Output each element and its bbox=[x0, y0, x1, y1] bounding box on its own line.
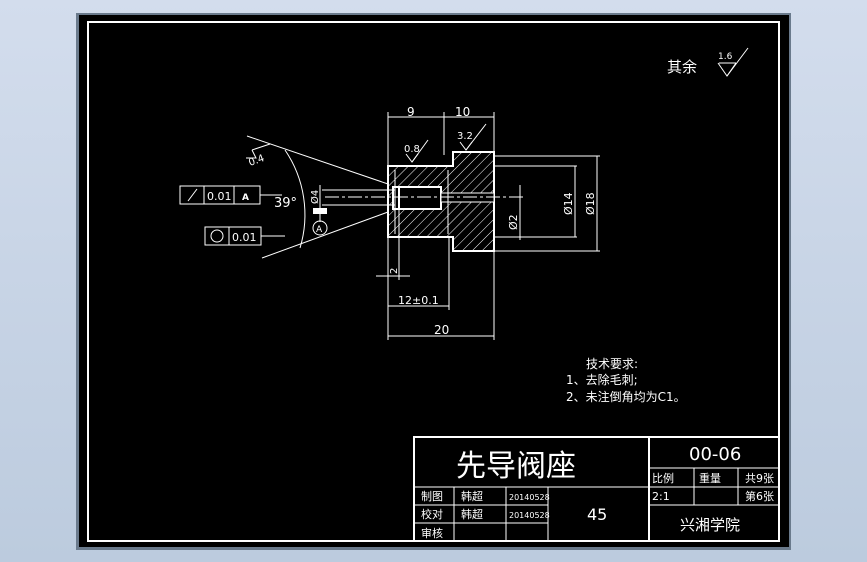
top-dimensions bbox=[387, 112, 495, 170]
roughness-symbol-general bbox=[717, 47, 749, 77]
datum-circle bbox=[312, 220, 328, 236]
roughness-0-8: 0.8 bbox=[404, 144, 420, 155]
row-role-2: 校对 bbox=[421, 507, 443, 521]
row-date-1: 20140528 bbox=[509, 493, 550, 502]
dim-2: 2 bbox=[389, 268, 400, 274]
dim-dia18: Ø18 bbox=[584, 192, 597, 215]
roughness-symbol-angle bbox=[246, 143, 271, 159]
angle-lines bbox=[246, 135, 389, 259]
drawing-border bbox=[87, 21, 780, 542]
tol-runout-value: 0.01 bbox=[207, 190, 232, 203]
bottom-dims bbox=[376, 210, 495, 340]
total-sheets: 共9张 bbox=[745, 472, 774, 485]
roughness-0-4: 0.4 bbox=[247, 153, 266, 169]
material: 45 bbox=[587, 505, 607, 524]
drawing-code: 00-06 bbox=[689, 444, 741, 465]
roughness-symbol bbox=[405, 123, 487, 163]
title-block bbox=[413, 436, 780, 542]
tech-req-item-2: 2、未注倒角均为C1。 bbox=[566, 389, 686, 404]
datum-label: A bbox=[316, 225, 323, 235]
scale-label: 比例 bbox=[652, 471, 674, 485]
dim-dia2: Ø2 bbox=[507, 214, 520, 230]
tech-req-title: 技术要求: bbox=[586, 357, 638, 371]
dim-dia4: Ø4 bbox=[309, 190, 321, 204]
part-name: 先导阀座 bbox=[456, 449, 576, 484]
row-role-1: 制图 bbox=[421, 490, 443, 503]
sheet-number: 第6张 bbox=[745, 489, 774, 503]
diameter-dims bbox=[494, 155, 600, 252]
row-name-1: 韩超 bbox=[461, 489, 483, 503]
weight-label: 重量 bbox=[699, 471, 721, 485]
scale-value: 2:1 bbox=[652, 490, 670, 503]
surface-note-text: 其余 bbox=[667, 58, 697, 76]
row-date-2: 20140528 bbox=[509, 511, 550, 520]
left-dims bbox=[319, 185, 395, 222]
roughness-3-2: 3.2 bbox=[457, 131, 473, 142]
tolerance-frame-roundness bbox=[204, 226, 285, 246]
tol-roundness-value: 0.01 bbox=[232, 231, 257, 244]
dim-20: 20 bbox=[434, 323, 449, 337]
part-section bbox=[325, 151, 525, 252]
school-name: 兴湘学院 bbox=[680, 516, 740, 534]
dim-9: 9 bbox=[407, 105, 415, 119]
tolerance-frame-runout bbox=[179, 185, 282, 205]
tol-runout-datum: A bbox=[242, 193, 249, 203]
tech-req-item-1: 1、去除毛刺; bbox=[566, 372, 638, 387]
surface-note-value: 1.6 bbox=[718, 52, 733, 62]
row-name-2: 韩超 bbox=[461, 507, 483, 521]
angle-39: 39° bbox=[274, 196, 297, 211]
dim-dia14: Ø14 bbox=[562, 192, 575, 215]
dim-12: 12±0.1 bbox=[398, 294, 439, 307]
row-role-3: 审核 bbox=[421, 526, 443, 540]
dim-10: 10 bbox=[455, 105, 470, 119]
datum-triangle bbox=[313, 208, 327, 214]
